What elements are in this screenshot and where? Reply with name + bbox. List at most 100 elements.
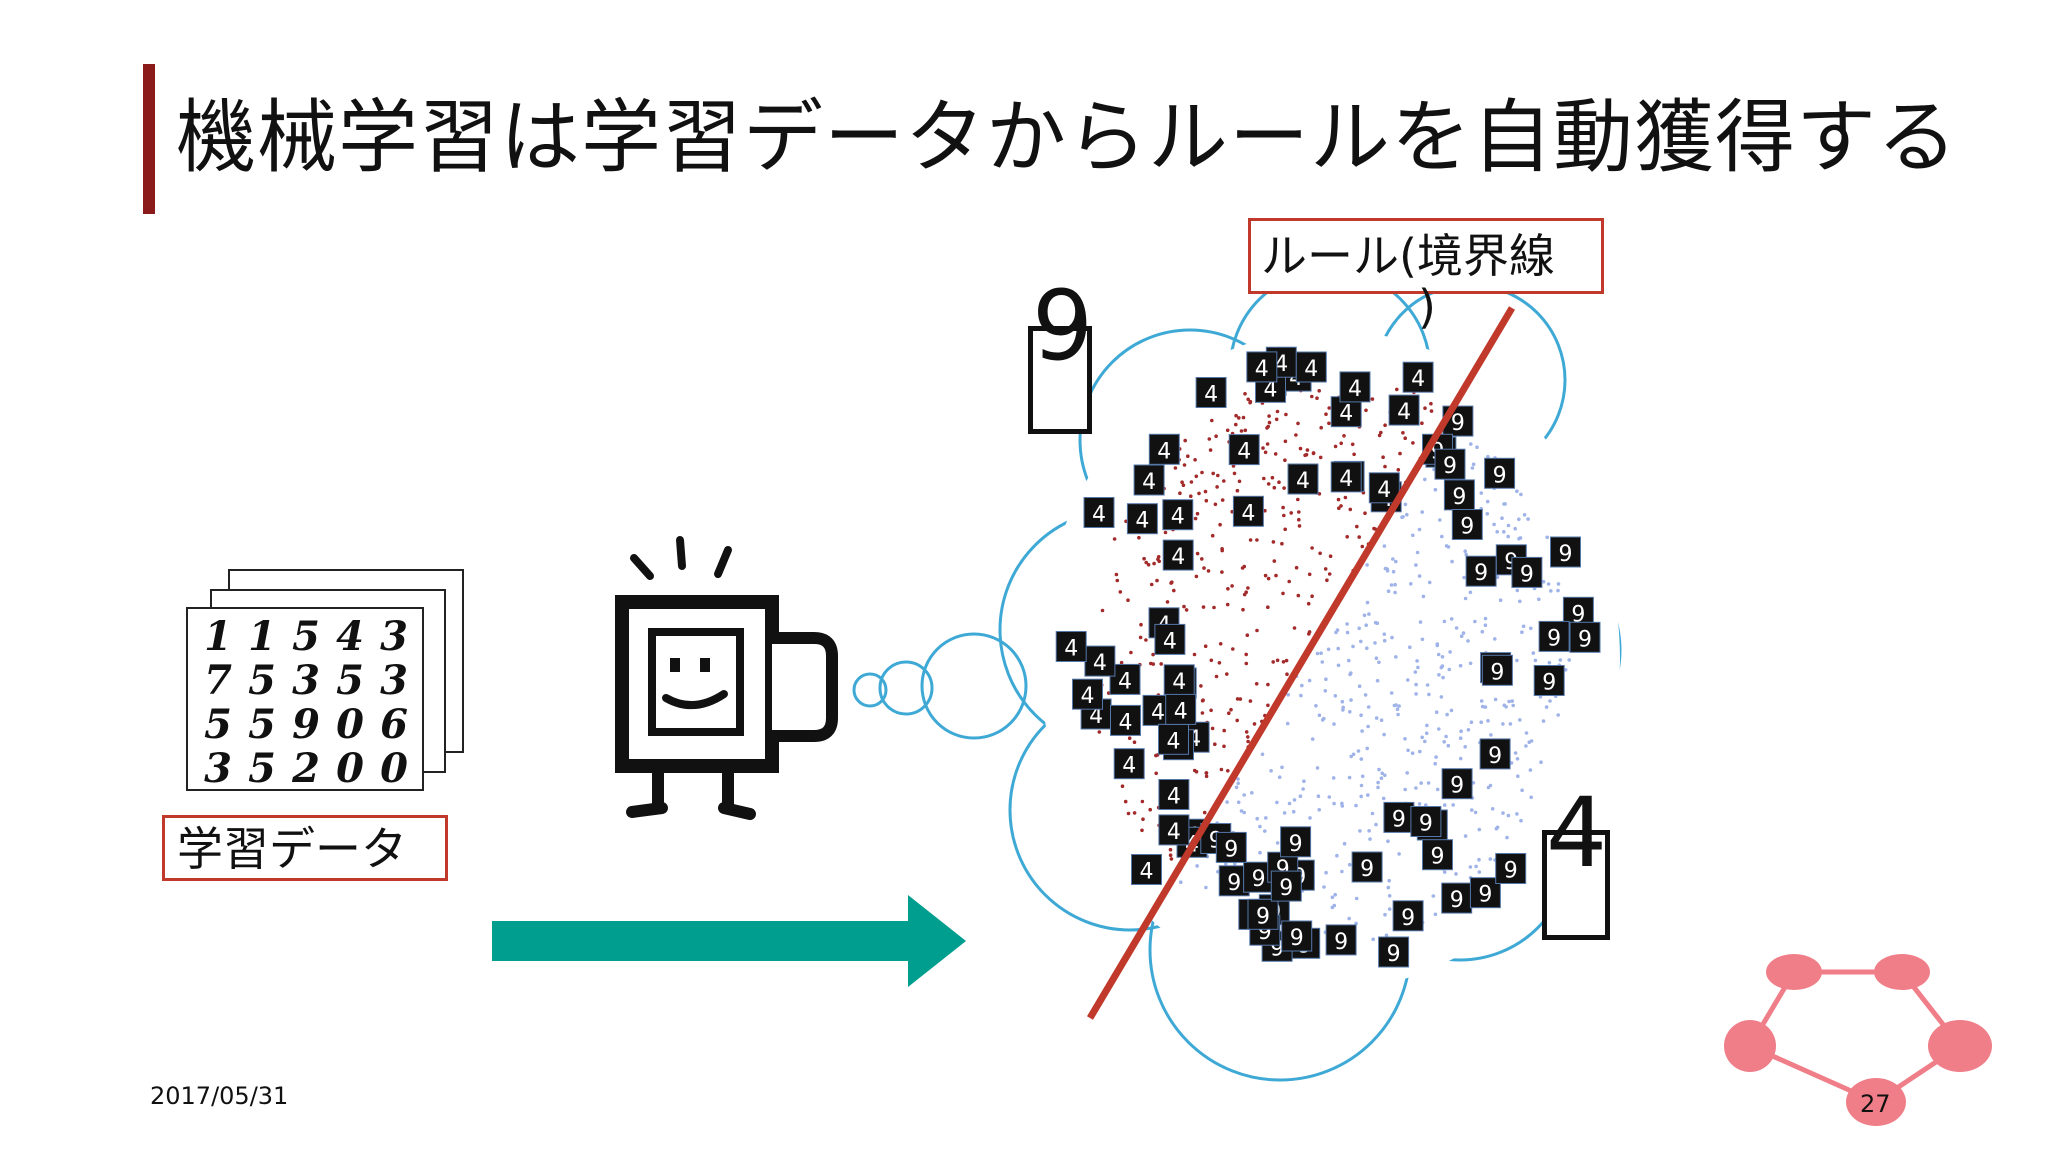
scatter-point (1417, 527, 1422, 532)
scatter-point (1406, 678, 1410, 682)
scatter-point (1283, 527, 1287, 532)
scatter-point (1359, 713, 1363, 717)
scatter-point (1296, 593, 1301, 598)
scatter-point (1439, 695, 1444, 699)
scatter-point (1297, 524, 1302, 528)
scatter-point (1519, 492, 1523, 497)
scatter-point (1119, 660, 1124, 665)
scatter-point (1307, 678, 1312, 683)
svg-text:4: 4 (1157, 439, 1171, 464)
scatter-point (1381, 455, 1385, 459)
scatter-point (1479, 491, 1484, 495)
scatter-point (1377, 660, 1381, 665)
digit-thumbnail: 9 (1392, 900, 1424, 932)
scatter-point (1420, 637, 1425, 642)
scatter-point (1215, 485, 1219, 489)
scatter-point (1266, 682, 1270, 687)
scatter-point (1521, 624, 1526, 629)
digit-thumbnail: 4 (1158, 779, 1190, 810)
rule-boundary-label: ルール(境界線 (1248, 218, 1604, 294)
scatter-point (1325, 578, 1329, 582)
scatter-point (1308, 816, 1312, 820)
scatter-point (1546, 582, 1551, 586)
scatter-point (1459, 729, 1463, 733)
scatter-point (1132, 740, 1137, 744)
scatter-point (1315, 396, 1319, 400)
scatter-point (1222, 728, 1226, 733)
scatter-point (1401, 515, 1405, 519)
scatter-point (1118, 590, 1123, 594)
scatter-point (1246, 739, 1250, 744)
scatter-point (1235, 718, 1239, 723)
scatter-point (1556, 588, 1560, 593)
scatter-point (1437, 727, 1441, 731)
scatter-point (1427, 580, 1432, 585)
scatter-point (1351, 644, 1355, 649)
svg-text:4: 4 (1304, 357, 1318, 382)
scatter-point (1343, 495, 1348, 500)
scatter-point (1548, 699, 1552, 703)
scatter-point (1273, 452, 1278, 456)
scatter-point (1401, 431, 1405, 435)
scatter-point (1510, 699, 1514, 703)
scatter-point (1126, 598, 1130, 602)
scatter-point (1436, 652, 1441, 657)
svg-text:9: 9 (1289, 832, 1303, 857)
scatter-point (1292, 626, 1297, 630)
scatter-point (1454, 626, 1459, 630)
scatter-point (1349, 698, 1353, 702)
scatter-point (1403, 436, 1407, 440)
scatter-point (1533, 658, 1538, 663)
digit-thumbnail: 9 (1469, 877, 1501, 909)
scatter-point (1299, 693, 1303, 698)
training-digit: 6 (380, 701, 408, 748)
scatter-point (1495, 825, 1500, 830)
scatter-point (1342, 841, 1347, 846)
scatter-point (1433, 761, 1437, 766)
scatter-point (1244, 730, 1249, 734)
scatter-point (1454, 872, 1458, 876)
scatter-point (1444, 734, 1448, 739)
scatter-point (1502, 502, 1506, 506)
scatter-point (1446, 743, 1451, 748)
scatter-point (1168, 847, 1173, 852)
scatter-point (1120, 784, 1125, 788)
scatter-point (1423, 477, 1427, 482)
digit-thumbnail: 4 (1163, 664, 1195, 696)
scatter-point (1520, 630, 1524, 634)
scatter-point (1372, 526, 1376, 531)
thought-bubbles (852, 632, 1028, 740)
scatter-point (1469, 442, 1473, 446)
scatter-point (1360, 729, 1364, 733)
scatter-point (1451, 803, 1455, 807)
scatter-point (1501, 811, 1505, 815)
scatter-point (1363, 693, 1368, 697)
slide-title: 機械学習は学習データからルールを自動獲得する (176, 91, 1958, 184)
scatter-point (1471, 462, 1476, 467)
svg-text:4: 4 (1064, 637, 1078, 662)
scatter-point (1470, 808, 1474, 812)
digit-thumbnail: 4 (1228, 434, 1260, 466)
scatter-point (1359, 783, 1364, 788)
digit-thumbnail: 9 (1441, 768, 1473, 800)
scatter-point (1324, 412, 1328, 416)
scatter-point (1375, 678, 1380, 683)
scatter-point (1440, 655, 1445, 659)
scatter-point (1537, 597, 1541, 602)
scatter-point (1282, 513, 1286, 518)
scatter-point (1178, 491, 1182, 495)
scatter-point (1466, 639, 1470, 643)
scatter-point (1182, 604, 1186, 609)
scatter-point (1169, 857, 1174, 861)
scatter-point (1516, 774, 1520, 778)
scatter-point (1420, 735, 1424, 740)
scatter-point (1477, 827, 1482, 832)
svg-text:4: 4 (1339, 402, 1353, 427)
scatter-point (1310, 594, 1314, 598)
svg-text:9: 9 (1450, 888, 1464, 913)
svg-text:9: 9 (1559, 542, 1573, 567)
scatter-point (1100, 608, 1105, 613)
scatter-point (1289, 511, 1293, 515)
